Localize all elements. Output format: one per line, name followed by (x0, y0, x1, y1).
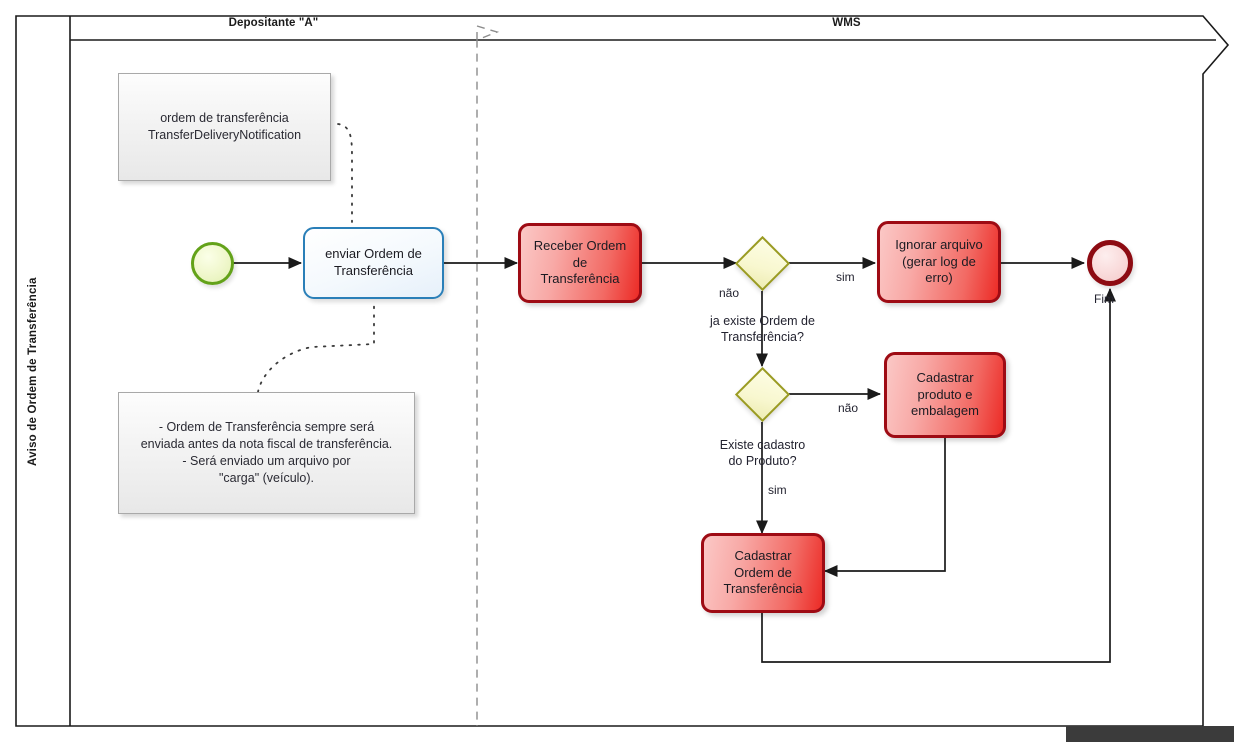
bottom-scroll-bar (1066, 726, 1234, 742)
flow-label-gw1-sim: sim (836, 270, 855, 284)
pool-label: Aviso de Ordem de Transferência (27, 277, 39, 467)
start-event[interactable] (191, 242, 234, 285)
flow-label-gw1-nao: não (719, 286, 740, 300)
flow-label-gw2-nao: não (838, 401, 859, 415)
lane-label-depositante: Depositante "A" (228, 17, 319, 29)
end-event-label: Fim (1094, 292, 1114, 306)
end-event[interactable] (1087, 240, 1133, 286)
lane-label-wms: WMS (832, 17, 861, 29)
flow-label-gw2-sim: sim (768, 483, 787, 497)
